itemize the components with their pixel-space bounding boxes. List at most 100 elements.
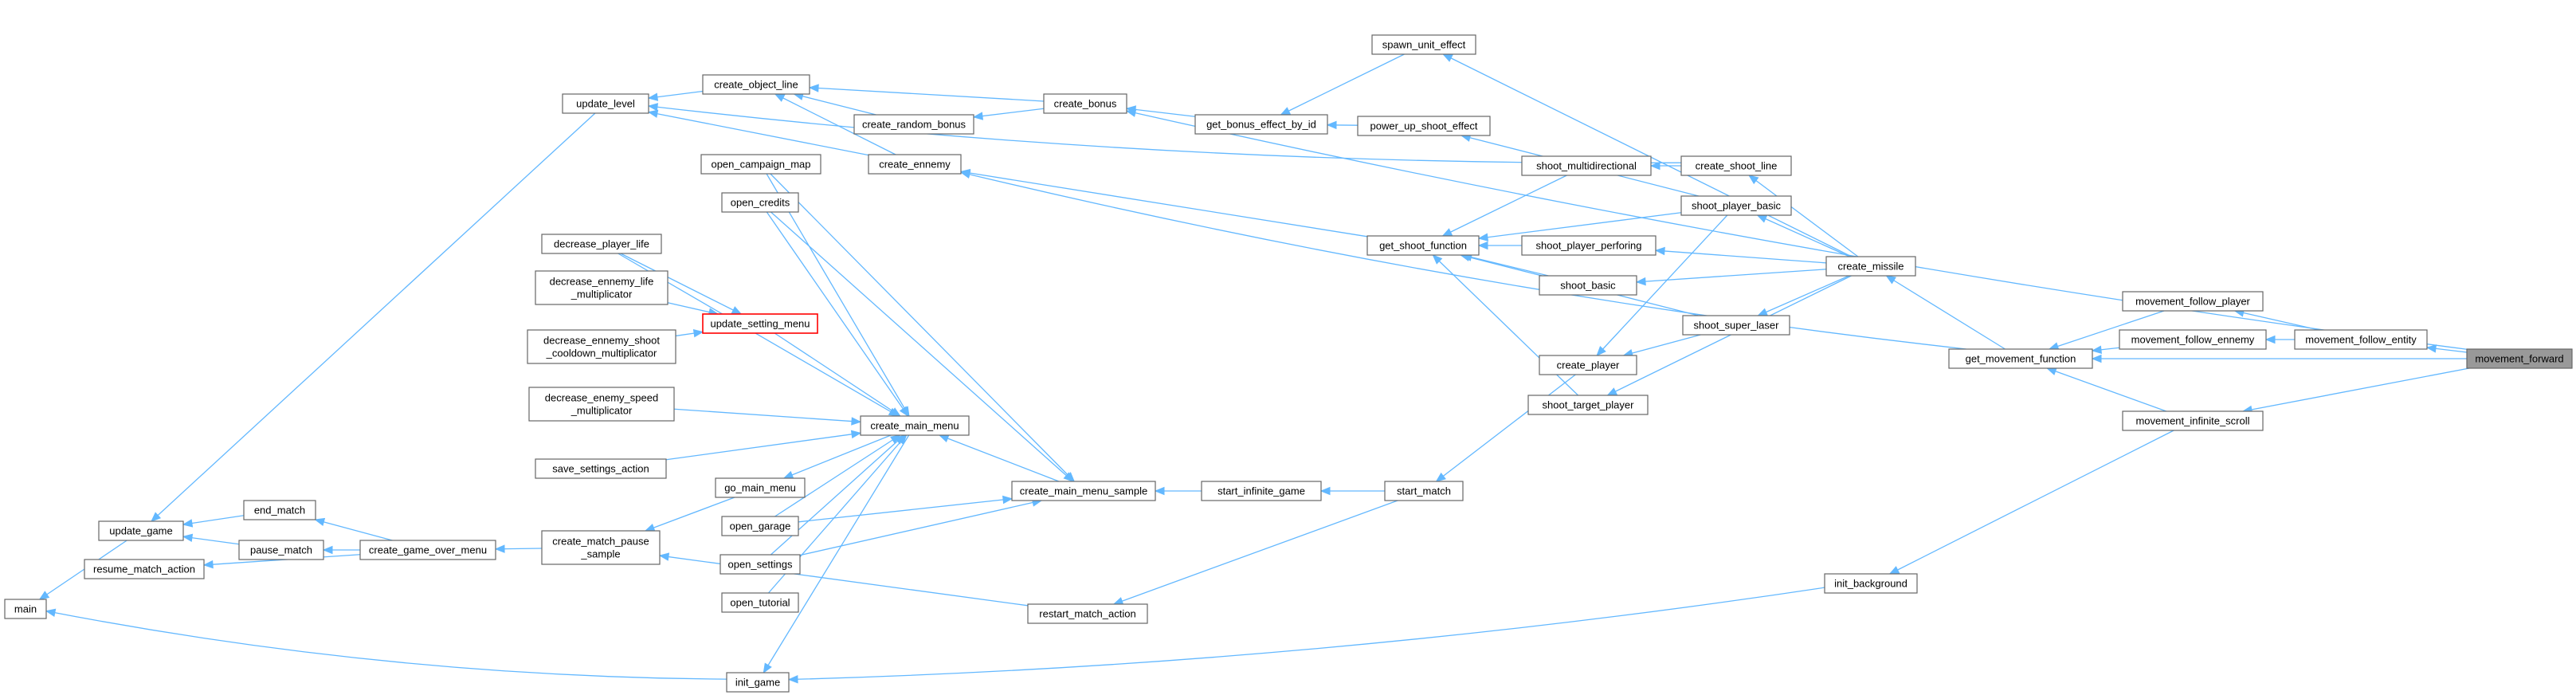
node-shoot-basic[interactable]: shoot_basic (1539, 275, 1637, 296)
node-box (1527, 395, 1649, 415)
node-box (721, 592, 799, 613)
edge-init_game-create_main_menu (763, 434, 910, 674)
node-shoot-multidirectional[interactable]: shoot_multidirectional (1521, 155, 1652, 176)
node-box (726, 672, 790, 693)
node-restart-match-action[interactable]: restart_match_action (1027, 603, 1148, 624)
node-open-credits[interactable]: open_credits (721, 192, 799, 213)
node-movement-follow-entity[interactable]: movement_follow_entity (2294, 329, 2428, 350)
node-create-missile[interactable]: create_missile (1825, 256, 1916, 277)
node-pause-match[interactable]: pause_match (238, 540, 324, 560)
node-create-object-line[interactable]: create_object_line (702, 74, 810, 95)
node-decrease-player-life[interactable]: decrease_player_life (541, 234, 662, 254)
arrowhead (314, 517, 326, 527)
node-box (1682, 315, 1790, 336)
node-label: create_missile (1837, 261, 1904, 273)
node-end-match[interactable]: end_match (243, 500, 316, 520)
node-box (702, 74, 810, 95)
node-get-movement-function[interactable]: get_movement_function (1948, 348, 2093, 369)
node-label: decrease_ennemy_life (550, 276, 654, 288)
edge-create_shoot_line-create_missile (1748, 175, 1859, 257)
node-decrease-ennemy-shoot-cooldown-multiplicator[interactable]: decrease_ennemy_shoot_cooldown_multiplic… (527, 329, 676, 364)
node-box (1824, 573, 1918, 594)
node-label: create_player (1557, 359, 1620, 371)
arrowhead (1442, 53, 1453, 62)
node-label: create_match_pause (552, 536, 649, 548)
node-shoot-target-player[interactable]: shoot_target_player (1527, 395, 1649, 415)
edge-line (798, 498, 1013, 523)
node-create-match-pause-sample[interactable]: create_match_pause_sample (541, 530, 661, 565)
node-spawn-unit-effect[interactable]: spawn_unit_effect (1371, 34, 1476, 55)
node-decrease-enemy-speed-multiplicator[interactable]: decrease_enemy_speed_multiplicator (528, 387, 675, 422)
node-label: start_infinite_game (1217, 485, 1305, 497)
node-label: init_game (735, 677, 780, 689)
node-open-garage[interactable]: open_garage (721, 516, 799, 536)
node-create-main-menu-sample[interactable]: create_main_menu_sample (1011, 481, 1156, 501)
edge-create_main_menu_sample-start_infinite_game (1154, 486, 1202, 496)
node-label: open_tutorial (730, 597, 790, 609)
node-open-tutorial[interactable]: open_tutorial (721, 592, 799, 613)
node-power-up-shoot-effect[interactable]: power_up_shoot_effect (1357, 116, 1491, 136)
edge-line (794, 93, 876, 116)
node-create-game-over-menu[interactable]: create_game_over_menu (359, 540, 496, 560)
node-update-level[interactable]: update_level (562, 93, 649, 114)
arrowhead (2045, 367, 2057, 375)
node-box (1539, 275, 1637, 296)
node-open-campaign-map[interactable]: open_campaign_map (700, 154, 821, 175)
node-box (1680, 195, 1792, 216)
edge-line (1478, 212, 1682, 239)
node-shoot-super-laser[interactable]: shoot_super_laser (1682, 315, 1790, 336)
arrowhead (763, 662, 772, 674)
edge-get_shoot_function-shoot_target_player (1432, 254, 1579, 396)
node-movement-follow-player[interactable]: movement_follow_player (2122, 291, 2264, 312)
edge-line (2242, 367, 2470, 412)
node-box (84, 559, 205, 579)
node-box (535, 458, 667, 479)
node-update-setting-menu[interactable]: update_setting_menu (702, 313, 818, 334)
node-box (4, 599, 47, 619)
node-start-match[interactable]: start_match (1384, 481, 1464, 501)
node-create-bonus[interactable]: create_bonus (1043, 93, 1127, 114)
node-movement-forward[interactable]: movement_forward (2466, 348, 2573, 369)
node-create-random-bonus[interactable]: create_random_bonus (853, 114, 974, 135)
node-create-shoot-line[interactable]: create_shoot_line (1680, 155, 1792, 176)
node-update-game[interactable]: update_game (98, 520, 184, 541)
node-label: create_main_menu (870, 420, 959, 432)
edge-line (770, 434, 905, 556)
node-box (541, 530, 661, 565)
node-create-ennemy[interactable]: create_ennemy (868, 154, 962, 175)
node-create-main-menu[interactable]: create_main_menu (860, 415, 970, 436)
node-decrease-ennemy-life-multiplicator[interactable]: decrease_ennemy_life_multiplicator (535, 270, 669, 305)
node-get-bonus-effect-by-id[interactable]: get_bonus_effect_by_id (1194, 114, 1328, 135)
node-start-infinite-game[interactable]: start_infinite_game (1201, 481, 1322, 501)
edge-line (809, 87, 1045, 102)
node-create-player[interactable]: create_player (1539, 355, 1637, 375)
edge-update_setting_menu-decrease_ennemy_shoot_cooldown_multiplicator (675, 328, 704, 338)
edge-create_main_menu_sample-open_settings (799, 498, 1043, 556)
node-movement-follow-ennemy[interactable]: movement_follow_ennemy (2119, 329, 2267, 350)
node-resume-match-action[interactable]: resume_match_action (84, 559, 205, 579)
node-open-settings[interactable]: open_settings (719, 554, 801, 575)
node-shoot-player-perforing[interactable]: shoot_player_perforing (1521, 235, 1657, 256)
node-movement-infinite-scroll[interactable]: movement_infinite_scroll (2122, 410, 2264, 431)
node-save-settings-action[interactable]: save_settings_action (535, 458, 667, 479)
arrowhead (1888, 566, 1900, 575)
edge-init_background-movement_infinite_scroll (1888, 430, 2174, 575)
node-go-main-menu[interactable]: go_main_menu (715, 477, 806, 498)
node-box (1027, 603, 1148, 624)
node-label: end_match (254, 505, 305, 516)
edge-create_main_menu-decrease_enemy_speed_multiplicator (673, 408, 862, 426)
edge-line (1623, 334, 1701, 356)
node-label: decrease_enemy_speed (545, 392, 658, 404)
arrowhead (1649, 161, 1660, 171)
edge-get_movement_function-movement_forward (2091, 354, 2467, 363)
edge-main-update_game (38, 540, 127, 600)
edge-update_game-update_level (151, 112, 596, 522)
node-init-background[interactable]: init_background (1824, 573, 1918, 594)
node-main[interactable]: main (4, 599, 47, 619)
edge-line (960, 171, 1966, 350)
node-init-game[interactable]: init_game (726, 672, 790, 693)
edge-create_main_menu-open_credits (766, 211, 909, 418)
arrowhead (151, 512, 162, 522)
node-get-shoot-function[interactable]: get_shoot_function (1366, 235, 1480, 256)
node-shoot-player-basic[interactable]: shoot_player_basic (1680, 195, 1792, 216)
